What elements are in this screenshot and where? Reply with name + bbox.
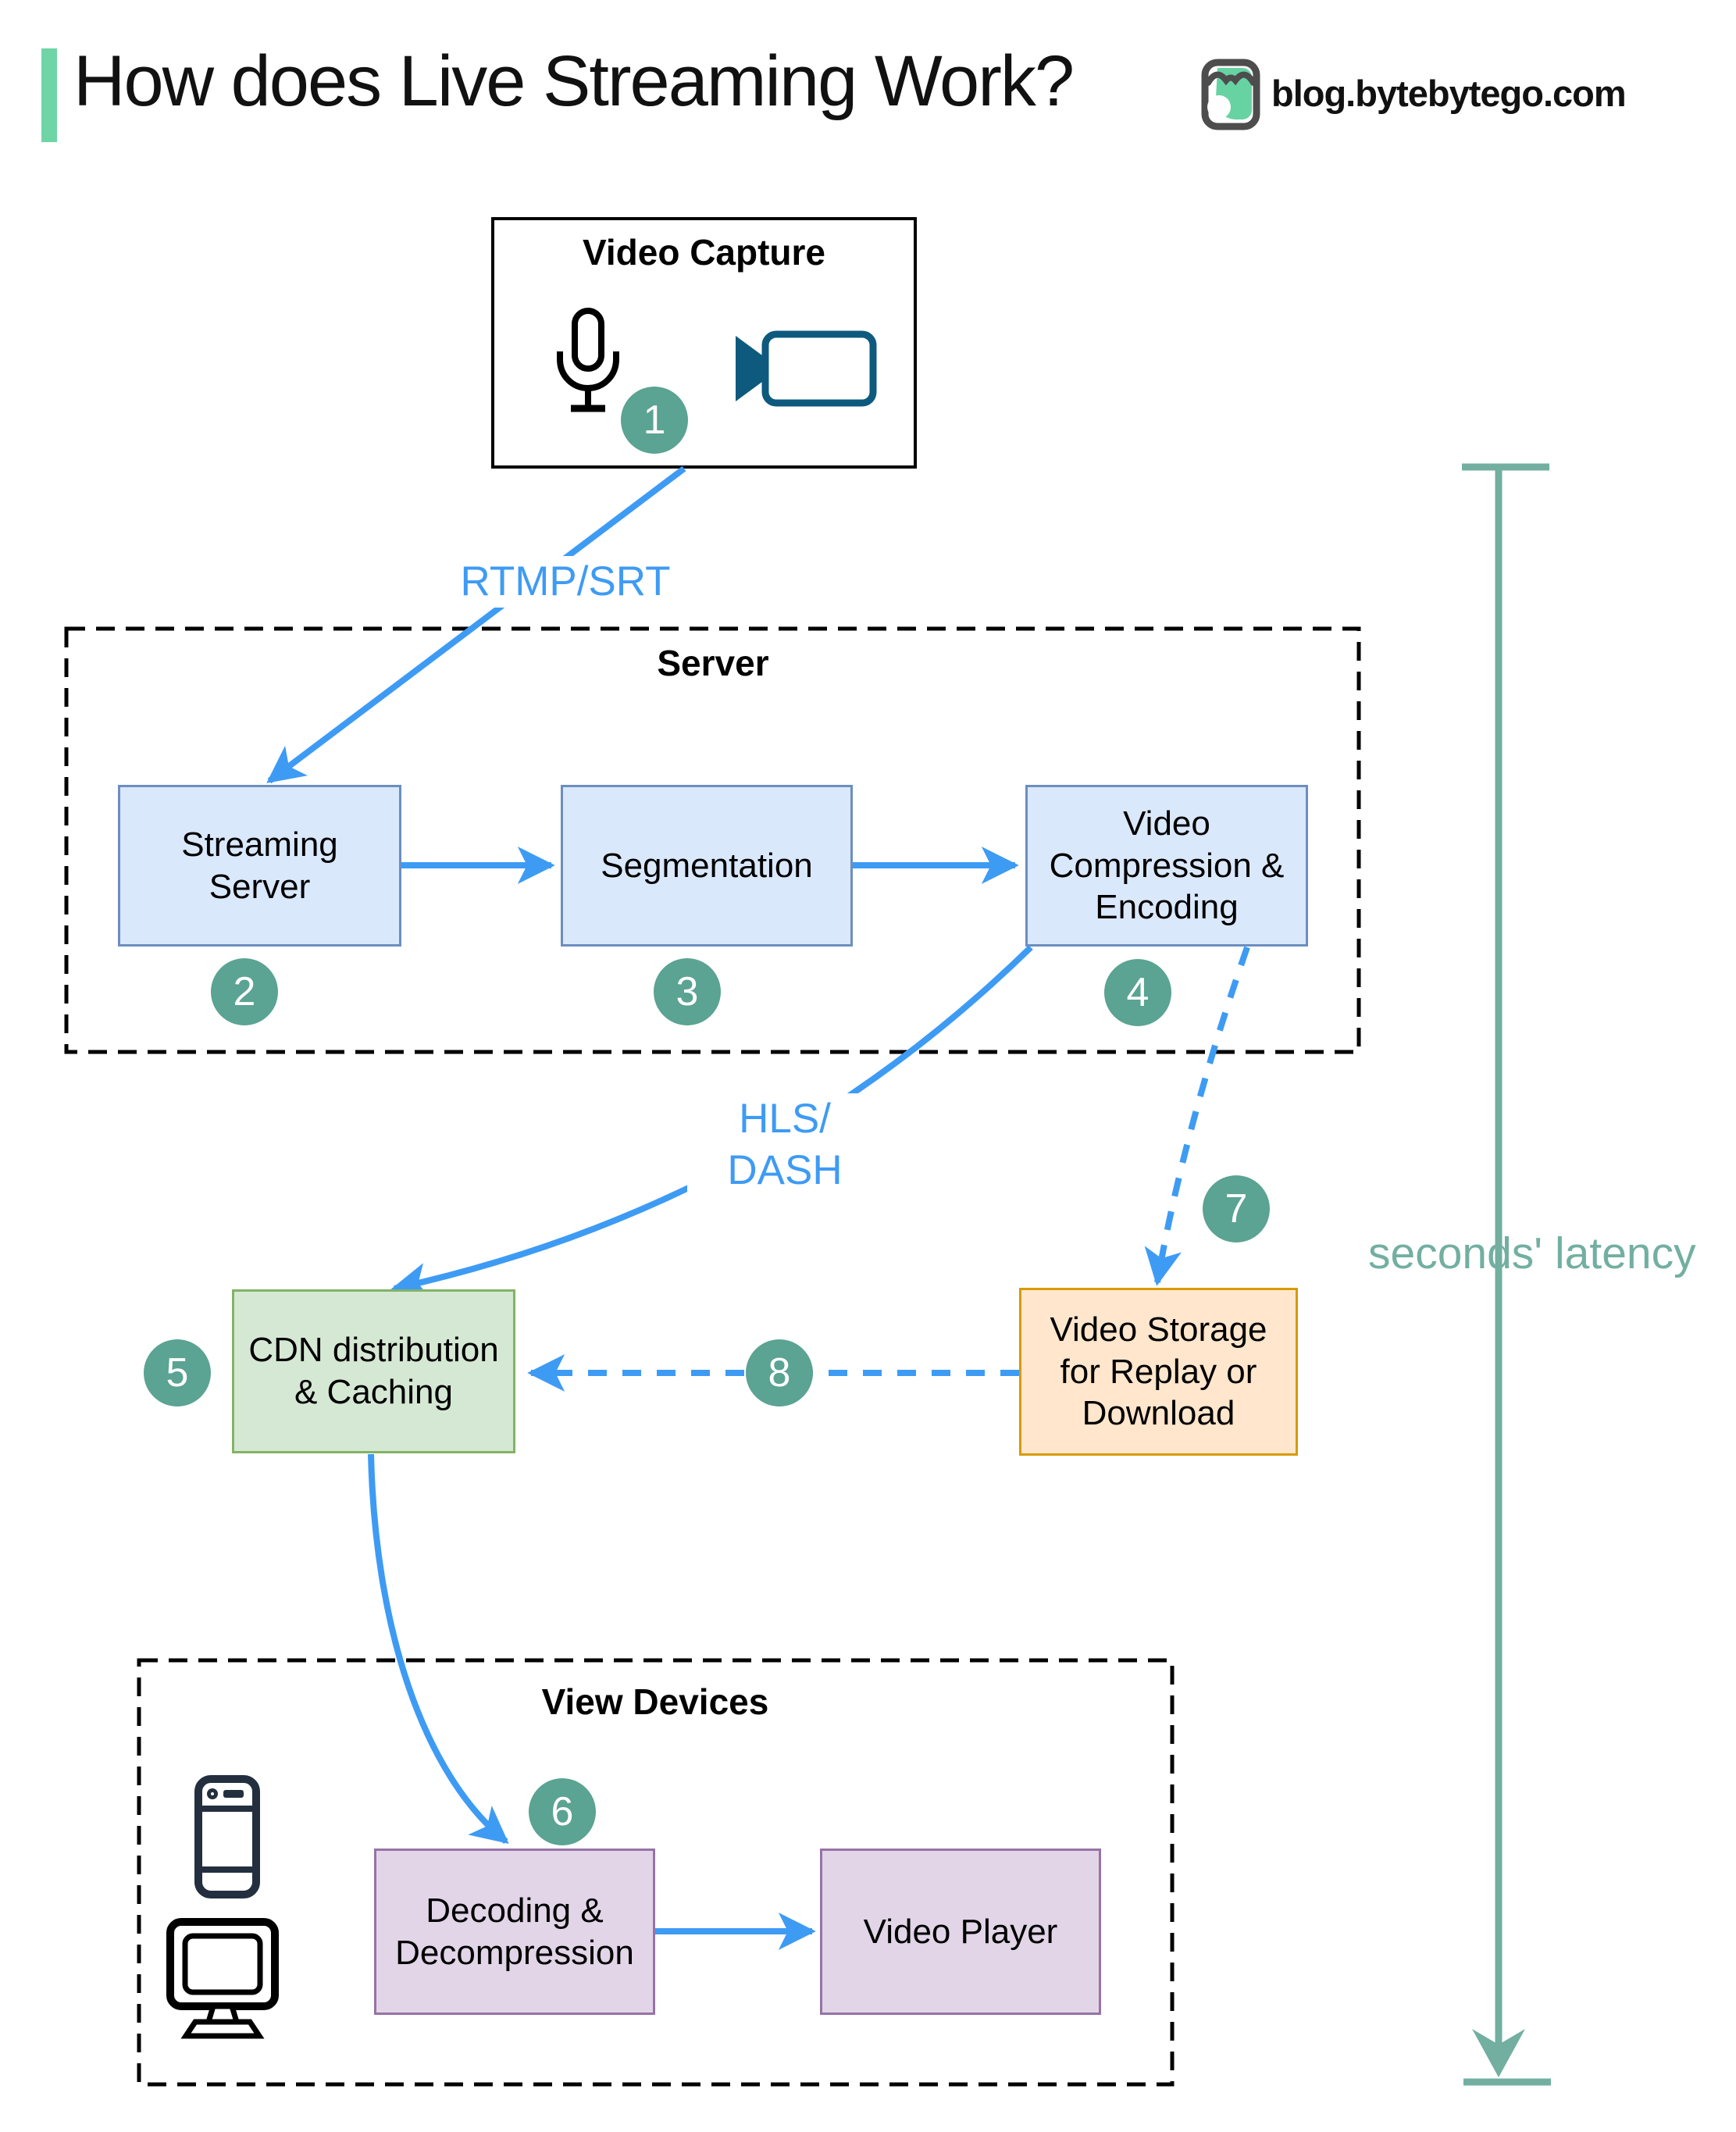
- step-badge-3: 3: [654, 958, 721, 1025]
- monitor-icon: [166, 1918, 279, 2039]
- video-compression-box: Video Compression & Encoding: [1025, 785, 1308, 947]
- step-badge-5: 5: [144, 1339, 211, 1406]
- segmentation-box: Segmentation: [561, 785, 853, 947]
- segmentation-label: Segmentation: [601, 846, 813, 885]
- hls-label-line2: DASH: [727, 1147, 843, 1193]
- cdn-box: CDN distribution & Caching: [232, 1289, 515, 1453]
- title-accent-bar: [41, 48, 57, 142]
- smartphone-icon: [194, 1775, 260, 1898]
- compression-label-line3: Encoding: [1095, 888, 1239, 927]
- step-badge-6: 6: [529, 1778, 596, 1845]
- arrow-capture-to-streaming: [266, 465, 686, 784]
- streaming-server-label-line1: Streaming: [181, 825, 338, 864]
- view-devices-group-border: [137, 1658, 1175, 2087]
- rtmp-srt-label: RTMP/SRT: [433, 556, 698, 608]
- video-camera-icon: [736, 330, 877, 407]
- video-storage-box: Video Storage for Replay or Download: [1019, 1288, 1298, 1456]
- server-group-title: Server: [657, 643, 769, 683]
- decoding-label-line1: Decoding &: [426, 1891, 604, 1930]
- hls-label-line1: HLS/: [739, 1096, 831, 1142]
- hls-dash-label: HLS/ DASH: [687, 1093, 882, 1196]
- step-badge-1: 1: [621, 387, 688, 454]
- page-title: How does Live Streaming Work?: [73, 41, 1075, 121]
- step-badge-2: 2: [211, 958, 278, 1025]
- video-player-label: Video Player: [863, 1912, 1058, 1951]
- streaming-server-label-line2: Server: [209, 867, 311, 906]
- site-link: blog.bytebytego.com: [1271, 73, 1627, 114]
- video-capture-title: Video Capture: [583, 232, 825, 273]
- compression-label-line1: Video: [1123, 804, 1210, 843]
- step-badge-4: 4: [1104, 959, 1171, 1026]
- view-devices-group-title: View Devices: [541, 1681, 769, 1722]
- decoding-box: Decoding & Decompression: [374, 1849, 655, 2015]
- video-player-box: Video Player: [820, 1849, 1101, 2015]
- cdn-label-line2: & Caching: [294, 1373, 453, 1411]
- step-badge-7: 7: [1203, 1175, 1270, 1242]
- compression-label-line2: Compression &: [1049, 846, 1285, 885]
- microphone-icon: [557, 308, 619, 412]
- server-group-border: [64, 626, 1361, 1054]
- arrow-cdn-to-decoding: [368, 1453, 509, 1845]
- bytebytego-owl-logo-icon: [1201, 59, 1260, 130]
- step-badge-8: 8: [746, 1339, 813, 1406]
- arrow-compression-to-storage-dashed: [1144, 946, 1250, 1286]
- decoding-label-line2: Decompression: [395, 1933, 634, 1972]
- storage-label-line1: Video Storage: [1050, 1310, 1267, 1349]
- storage-label-line2: for Replay or: [1060, 1352, 1257, 1391]
- latency-label: seconds' latency: [1368, 1228, 1696, 1278]
- latency-arrowhead: [1472, 2029, 1525, 2077]
- cdn-label-line1: CDN distribution: [248, 1331, 499, 1370]
- streaming-server-box: Streaming Server: [118, 785, 401, 947]
- storage-label-line3: Download: [1082, 1394, 1235, 1433]
